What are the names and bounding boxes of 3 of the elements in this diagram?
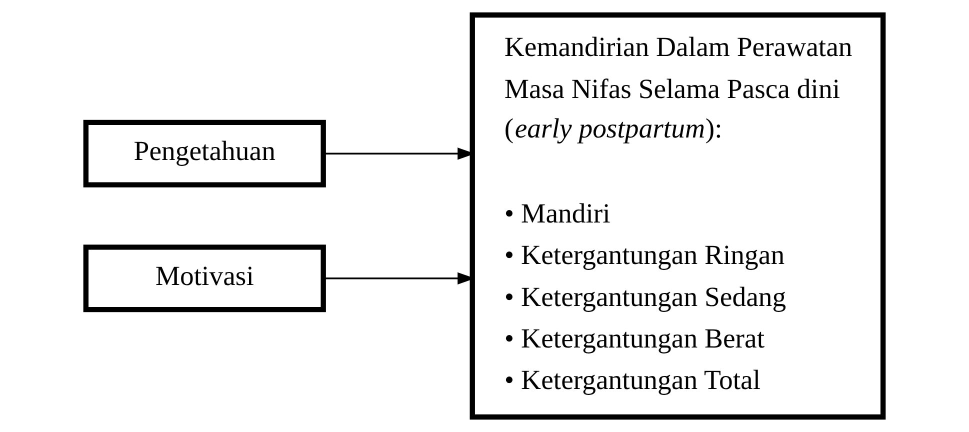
node-box: Kemandirian Dalam Perawatan Masa Nifas Selama Pasca dini (early postpartum): • Mandiri • Ketergantungan Ringan • Ketergantungan Sedang • Ketergantungan Berat • Ketergantungan Total (470, 12, 886, 420)
node-box: Pengetahuan (83, 120, 326, 188)
node-box: Motivasi (83, 244, 326, 312)
